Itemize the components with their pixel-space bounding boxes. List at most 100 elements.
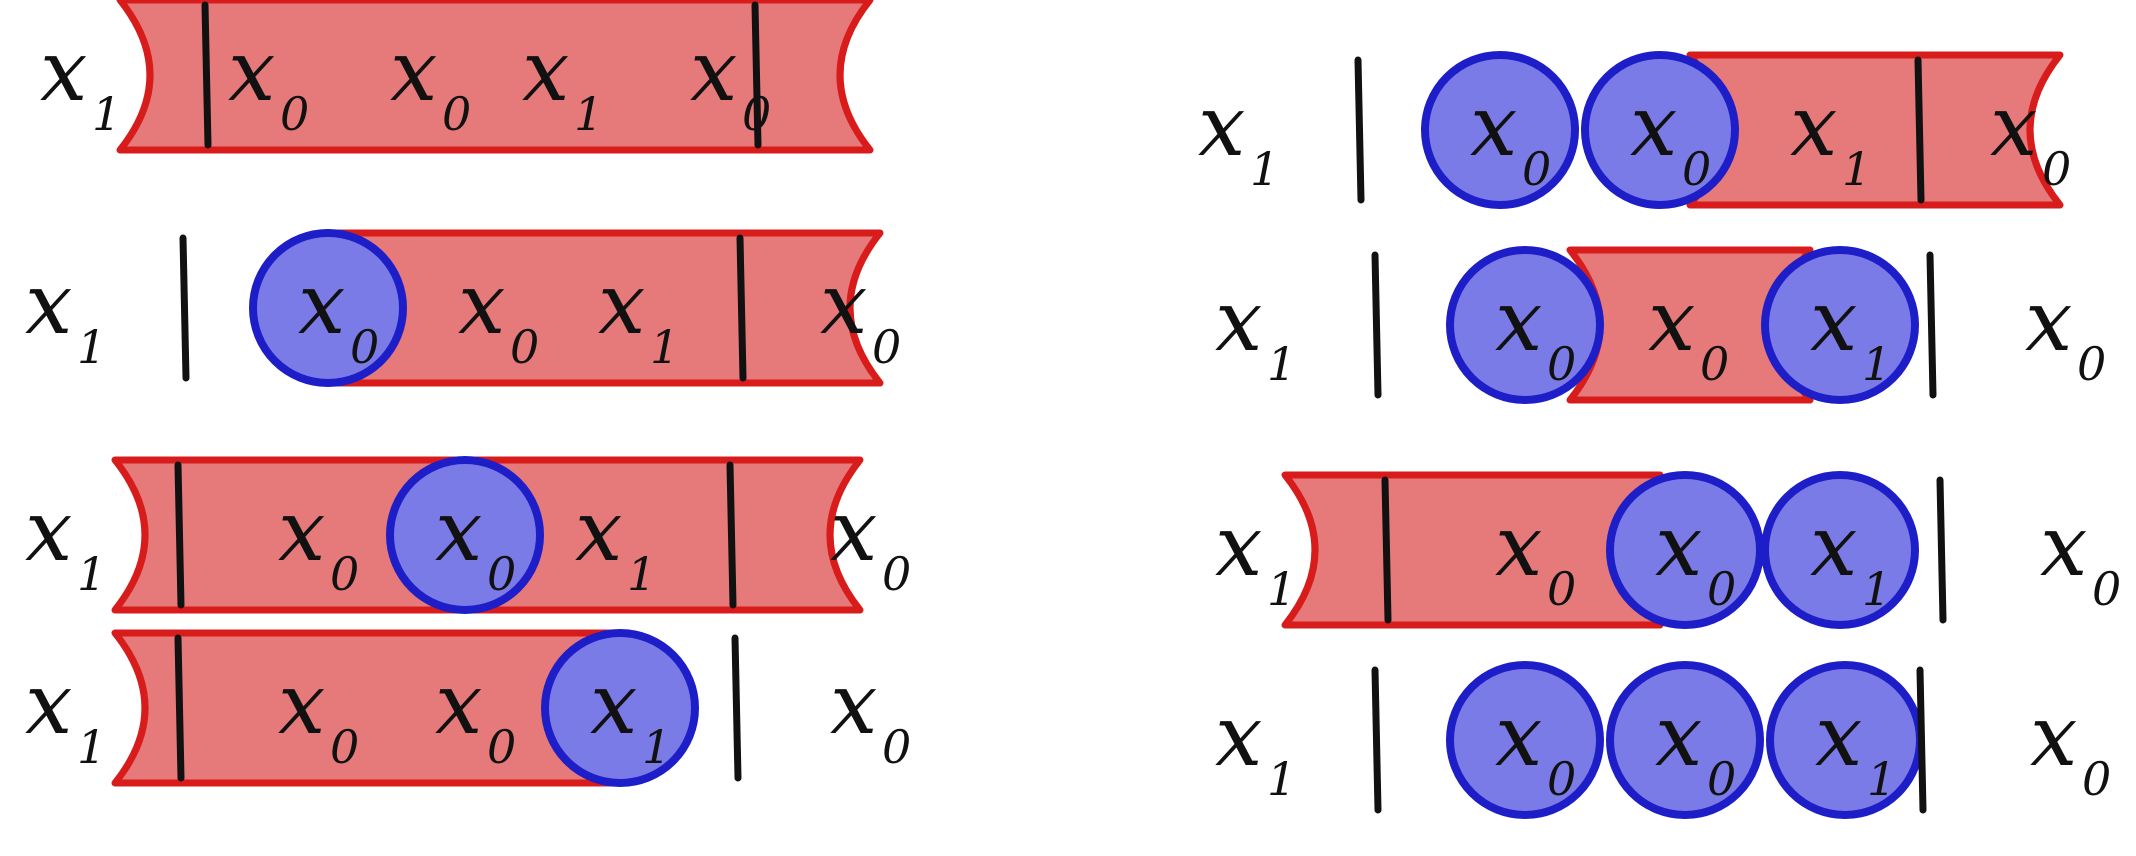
left-bar xyxy=(179,234,190,382)
token-subscript: 0 xyxy=(330,720,359,774)
token-subscript: 1 xyxy=(1267,337,1296,391)
right-bar xyxy=(1926,251,1937,399)
token-subscript: 0 xyxy=(510,320,539,374)
token-symbol: x xyxy=(1630,77,1677,175)
token-subscript: 1 xyxy=(1250,142,1279,196)
token-circle xyxy=(1761,471,1919,629)
left-bar xyxy=(1371,251,1382,399)
token-symbol: x xyxy=(25,255,72,353)
token-subscript: 1 xyxy=(1862,337,1891,391)
token-subscript: 1 xyxy=(1267,752,1296,806)
right-bar xyxy=(736,234,747,382)
token-circle xyxy=(541,629,699,787)
token-symbol: x xyxy=(435,482,482,580)
token-symbol: x xyxy=(522,22,569,120)
token-subscript: 0 xyxy=(872,320,901,374)
token-subscript: 0 xyxy=(2042,142,2071,196)
token-subscript: 0 xyxy=(2092,562,2121,616)
token-subscript: 0 xyxy=(742,87,771,141)
token-subscript: 0 xyxy=(1682,142,1711,196)
token-subscript: 0 xyxy=(1547,337,1576,391)
token-symbol: x xyxy=(1655,687,1702,785)
token-subscript: 0 xyxy=(1522,142,1551,196)
token-symbol: x xyxy=(830,482,877,580)
token-subscript: 0 xyxy=(487,720,516,774)
left-bar xyxy=(1371,666,1382,814)
token-symbol: x xyxy=(25,655,72,753)
token-symbol: x xyxy=(598,255,645,353)
token-circle xyxy=(1581,51,1739,209)
token-subscript: 1 xyxy=(77,547,106,601)
token-subscript: 0 xyxy=(1707,752,1736,806)
right-bar xyxy=(731,634,742,782)
token-circle xyxy=(1421,51,1579,209)
token-symbol: x xyxy=(1655,497,1702,595)
highlight-band xyxy=(1281,471,1664,629)
token-circle xyxy=(1446,661,1604,819)
token-symbol: x xyxy=(690,22,737,120)
token-circle xyxy=(1446,246,1604,404)
token-subscript: 0 xyxy=(1707,562,1736,616)
token-subscript: 0 xyxy=(330,547,359,601)
token-circle xyxy=(386,456,544,614)
token-subscript: 0 xyxy=(1547,752,1576,806)
token-subscript: 0 xyxy=(882,547,911,601)
token-symbol: x xyxy=(1810,497,1857,595)
token-subscript: 0 xyxy=(882,720,911,774)
token-subscript: 0 xyxy=(487,547,516,601)
token-symbol: x xyxy=(40,22,87,120)
token-symbol: x xyxy=(1495,272,1542,370)
token-symbol: x xyxy=(298,255,345,353)
token-subscript: 0 xyxy=(2077,337,2106,391)
token-subscript: 0 xyxy=(442,87,471,141)
token-symbol: x xyxy=(575,482,622,580)
token-subscript: 1 xyxy=(77,720,106,774)
token-symbol: x xyxy=(590,655,637,753)
token-symbol: x xyxy=(228,22,275,120)
token-symbol: x xyxy=(830,655,877,753)
token-subscript: 1 xyxy=(1842,142,1871,196)
token-circle xyxy=(249,229,407,387)
token-symbol: x xyxy=(25,482,72,580)
right-bar xyxy=(1914,56,1925,204)
right-bar xyxy=(751,1,762,149)
token-subscript: 0 xyxy=(1700,337,1729,391)
token-symbol: x xyxy=(1810,272,1857,370)
right-bar xyxy=(1936,476,1947,624)
token-circle xyxy=(1761,246,1919,404)
token-subscript: 0 xyxy=(2082,752,2111,806)
token-subscript: 1 xyxy=(627,547,656,601)
token-subscript: 0 xyxy=(1547,562,1576,616)
token-symbol: x xyxy=(1215,497,1262,595)
token-subscript: 1 xyxy=(1267,562,1296,616)
